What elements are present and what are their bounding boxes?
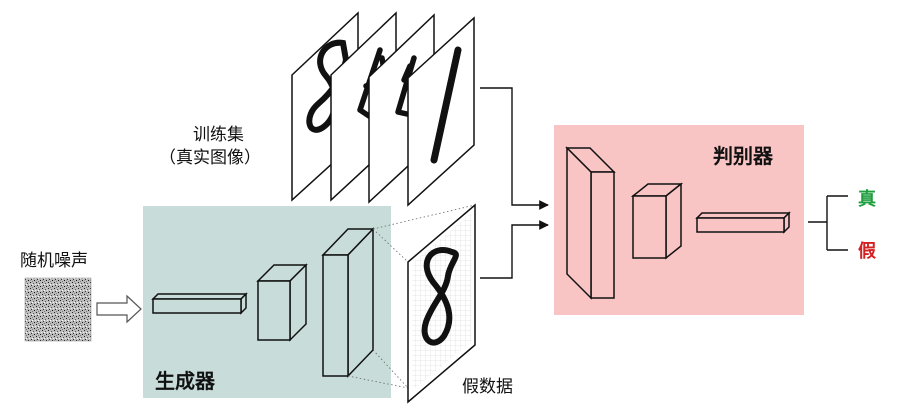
discriminator-layer-1: [565, 146, 616, 300]
output-bracket: [808, 195, 848, 251]
training-card-4: [407, 16, 475, 207]
fake-image-card: [407, 203, 476, 404]
projection-lines: [347, 204, 476, 389]
training-set-label: 训练集: [193, 125, 244, 145]
random-noise-image: [24, 277, 92, 342]
fake-output-label: 假: [858, 241, 876, 262]
fake-data-label: 假数据: [462, 377, 513, 397]
real-output-label: 真: [858, 189, 876, 210]
generator-layer-2: [256, 263, 308, 342]
noise-to-generator-arrow: [96, 294, 142, 324]
generator-layer-3: [321, 227, 375, 378]
fake-digit-stroke: [421, 247, 459, 346]
discriminator-layer-2: [630, 182, 684, 260]
generator-layer-1: [151, 292, 248, 315]
random-noise-label: 随机噪声: [20, 251, 88, 271]
training-set-sublabel: （真实图像）: [159, 148, 261, 168]
discriminator-layer-3: [695, 211, 791, 234]
generator-label: 生成器: [155, 369, 215, 393]
real-data-connector: [480, 87, 549, 210]
fake-data-connector: [480, 220, 549, 279]
discriminator-label: 判别器: [713, 144, 773, 168]
